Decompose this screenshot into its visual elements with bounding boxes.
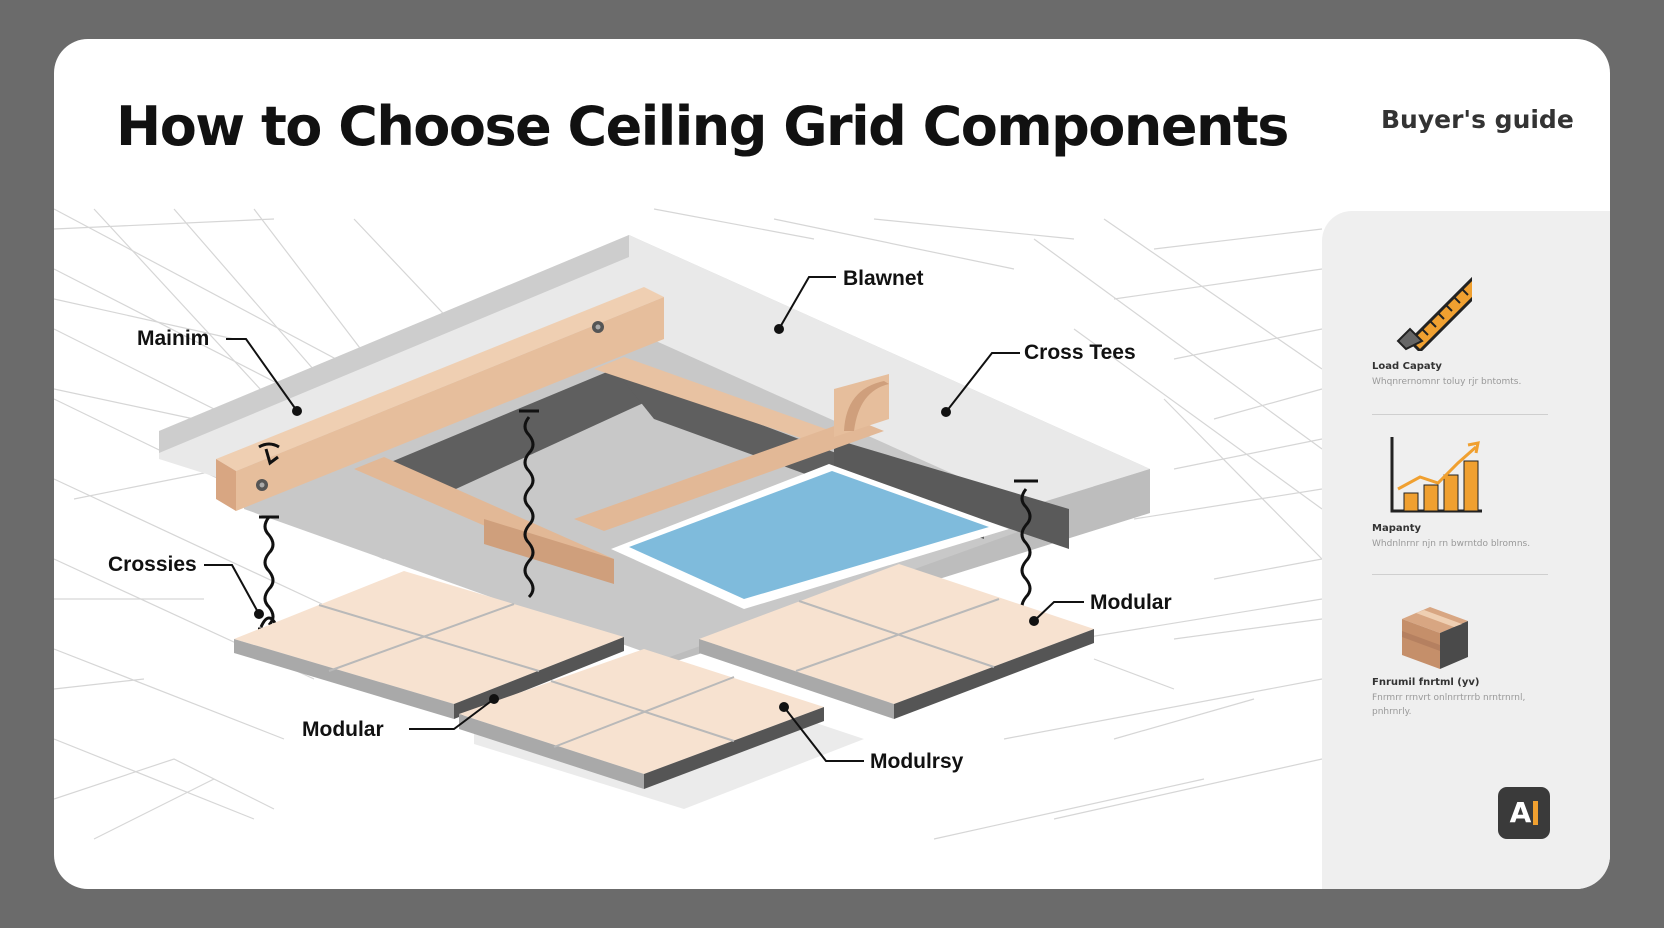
box-icon	[1402, 607, 1468, 669]
page-subtitle: Buyer's guide	[1381, 105, 1574, 134]
hanger-wires	[258, 409, 1038, 649]
callout-crossies: Crossies	[108, 553, 197, 576]
brand-logo-text: A	[1509, 796, 1532, 829]
callout-cross-tees: Cross Tees	[1024, 341, 1136, 364]
sidebar-item-label: Load Capaty	[1372, 361, 1442, 372]
sidebar-item-desc: Whdnlnrnr njn rn bwrntdo blromns.	[1372, 539, 1531, 549]
callout-dots	[254, 324, 1039, 712]
glass-panel	[611, 464, 1009, 609]
logo-accent-bar	[1533, 801, 1539, 825]
ceiling-tile-bottom	[459, 649, 864, 809]
ceiling-tile-left	[234, 571, 624, 719]
callout-top: Blawnet	[843, 267, 924, 290]
sidebar: Load Capaty Whqnrernomnr toluy rjr bntom…	[1322, 211, 1610, 889]
sidebar-item-label: Mapanty	[1372, 523, 1422, 534]
sidebar-divider	[1372, 414, 1548, 415]
callout-leaders	[204, 276, 1084, 762]
brand-logo: A	[1498, 787, 1550, 839]
callout-modular-right: Modular	[1090, 591, 1172, 614]
dark-channel	[834, 439, 1069, 549]
ruler-icon	[1396, 276, 1472, 351]
ceiling-tile-right	[699, 564, 1094, 719]
sidebar-item-desc: Fnrmrr rrnvrt onlnrrtrrrb nrntrnrnl, pnh…	[1372, 693, 1526, 717]
callout-modular-left: Modular	[302, 718, 384, 741]
ceiling-grid-diagram: Blawnet Mainim Cross Tees Crossies Modul…	[54, 208, 1323, 840]
page-title: How to Choose Ceiling Grid Components	[116, 95, 1289, 158]
main-beam	[216, 287, 889, 584]
guide-card: How to Choose Ceiling Grid Components Bu…	[54, 39, 1610, 889]
callout-modular-bottom: Modulrsy	[870, 750, 964, 773]
sidebar-item-desc: Whqnrernomnr toluy rjr bntomts.	[1372, 377, 1522, 387]
blueprint-background	[54, 208, 1323, 840]
dark-channel	[374, 369, 674, 499]
sidebar-divider	[1372, 574, 1548, 575]
bar-chart-icon	[1390, 437, 1482, 513]
sidebar-item-label: Fnrumil fnrtml (yv)	[1372, 677, 1480, 688]
callout-main: Mainim	[137, 327, 209, 350]
